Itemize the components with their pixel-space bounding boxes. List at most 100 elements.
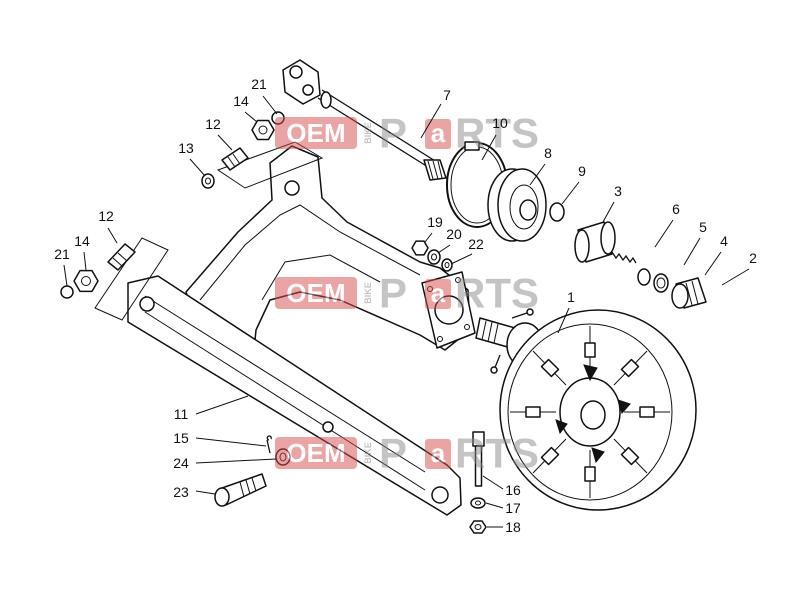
bolt-12-top-body bbox=[221, 147, 249, 171]
watermark-box-text: OEM bbox=[286, 278, 345, 308]
carrier-inner bbox=[509, 184, 539, 230]
leader-line-19 bbox=[424, 232, 433, 243]
leader-line-4 bbox=[704, 251, 722, 276]
washer-17-inner bbox=[475, 500, 481, 506]
watermark-vertical-text: BIKE bbox=[363, 122, 373, 144]
leader-line-23 bbox=[195, 490, 216, 495]
hub-shaft-spline-3 bbox=[493, 323, 499, 344]
swing-arm-top-bracket-hole bbox=[284, 180, 300, 196]
swing-arm bbox=[127, 145, 476, 516]
washer-20 bbox=[427, 249, 441, 265]
spring bbox=[611, 251, 637, 264]
hub-stud-1-tip bbox=[526, 308, 534, 316]
lower-arm-slot-bottom bbox=[144, 311, 426, 491]
spline-line-2 bbox=[432, 160, 439, 180]
washer-13 bbox=[201, 173, 215, 189]
universal-joint-body bbox=[282, 59, 321, 105]
leader-line-14-top bbox=[244, 111, 258, 123]
watermark-p: P bbox=[379, 430, 407, 477]
callout-label-21-top: 21 bbox=[251, 76, 267, 92]
callout-label-22: 22 bbox=[468, 236, 484, 252]
leader-line-3 bbox=[602, 201, 615, 223]
nut-14-top-hole bbox=[258, 125, 268, 135]
watermark-bottom: OEM BIKE P a RTS bbox=[275, 430, 539, 477]
hub-lug-7 bbox=[584, 342, 596, 358]
callout-label-19: 19 bbox=[427, 214, 443, 230]
watermark-a: a bbox=[431, 278, 446, 308]
callout-label-6: 6 bbox=[672, 201, 680, 217]
callout-label-21-left: 21 bbox=[54, 246, 70, 262]
bolt-12-left bbox=[107, 243, 136, 271]
washer-22-inner bbox=[444, 262, 450, 268]
hub-stud-2-tip bbox=[490, 366, 498, 374]
watermark-rest: RTS bbox=[455, 270, 539, 317]
callout-label-13: 13 bbox=[178, 140, 194, 156]
callout-label-15: 15 bbox=[173, 430, 189, 446]
watermark-vertical-text: BIKE bbox=[363, 442, 373, 464]
watermark-a: a bbox=[431, 118, 446, 148]
watermark-a-box bbox=[425, 439, 451, 469]
hub-lug-4 bbox=[540, 446, 560, 466]
sleeve-end-right bbox=[600, 221, 616, 255]
sleeve-end-left bbox=[574, 229, 590, 263]
drive-shaft bbox=[282, 59, 447, 181]
hub-center-hole bbox=[580, 400, 606, 430]
bolt-12-left-thread-1 bbox=[112, 257, 123, 267]
leader-line-21-left bbox=[63, 264, 68, 287]
cotter-pin-15 bbox=[266, 435, 272, 454]
hub-lug-3 bbox=[584, 466, 596, 482]
callout-label-17: 17 bbox=[505, 500, 521, 516]
watermark-box-text: OEM bbox=[286, 118, 345, 148]
bolt-12-top-thread-2 bbox=[232, 153, 241, 165]
bolt-12-left-thread-2 bbox=[117, 252, 128, 262]
sleeve-cylinder bbox=[574, 221, 616, 263]
hub-mark-3 bbox=[617, 399, 631, 414]
bolt-12-left-body bbox=[107, 243, 136, 271]
ring-5 bbox=[637, 268, 651, 286]
washer-17 bbox=[470, 497, 486, 509]
washer-22-outer bbox=[441, 258, 453, 272]
leader-line-7 bbox=[420, 103, 442, 139]
swing-arm-ridge bbox=[199, 204, 421, 301]
ring-4-outer bbox=[653, 273, 669, 293]
callout-label-1: 1 bbox=[567, 289, 575, 305]
hub-lug-5 bbox=[525, 406, 541, 418]
ring-4-inner bbox=[656, 277, 666, 289]
watermark-rest: RTS bbox=[455, 430, 539, 477]
leader-line-12-left bbox=[107, 227, 118, 244]
callout-label-23: 23 bbox=[173, 484, 189, 500]
spline-line-3 bbox=[437, 160, 443, 179]
callout-label-2: 2 bbox=[749, 250, 757, 266]
leader-line-24 bbox=[195, 458, 277, 464]
watermark-box bbox=[275, 437, 357, 469]
washer-13-outer bbox=[201, 173, 215, 189]
hub-mark-1 bbox=[583, 364, 598, 382]
callout-label-14-left: 14 bbox=[74, 233, 90, 249]
flange-bolt-hole-2 bbox=[455, 277, 461, 283]
watermark-vertical-text: BIKE bbox=[363, 282, 373, 304]
universal-joint-hole-2 bbox=[302, 84, 314, 96]
watermark-p: P bbox=[379, 110, 407, 157]
lower-arm-mid-hole bbox=[322, 421, 334, 433]
bolt-23-thread-3 bbox=[251, 477, 257, 492]
spline-line-1 bbox=[427, 160, 434, 180]
callout-label-4: 4 bbox=[720, 233, 728, 249]
callout-label-7: 7 bbox=[443, 87, 451, 103]
washer-20-outer bbox=[427, 249, 441, 265]
callout-label-10: 10 bbox=[492, 115, 508, 131]
watermark-a: a bbox=[431, 438, 446, 468]
nut-14-top bbox=[251, 119, 275, 141]
hub-lug-8 bbox=[620, 358, 640, 378]
callout-label-18: 18 bbox=[505, 519, 521, 535]
bolt-23-thread-1 bbox=[239, 481, 245, 498]
leader-line-1 bbox=[557, 307, 570, 334]
callout-label-9: 9 bbox=[578, 163, 586, 179]
watermark-box bbox=[275, 277, 357, 309]
washer-20-inner bbox=[431, 253, 437, 261]
hub-shaft-spline-2 bbox=[487, 321, 493, 343]
nut-14-left-hole bbox=[81, 276, 91, 286]
watermark-a-box bbox=[425, 279, 451, 309]
leader-line-21-top bbox=[262, 95, 278, 115]
clamp-ring-tab bbox=[464, 141, 480, 151]
